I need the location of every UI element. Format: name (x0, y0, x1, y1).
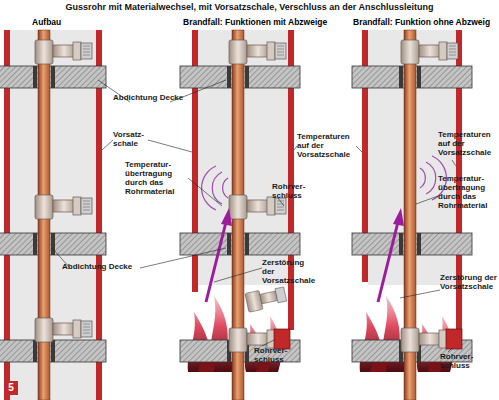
leader-line (356, 146, 362, 152)
leader-lines (52, 80, 456, 352)
callout-label: Zerstörung der Vorsatzschale (440, 273, 498, 291)
leader-line (294, 146, 297, 150)
falling-fitting (245, 285, 287, 312)
tee-fitting (35, 40, 92, 64)
callout-label: Temperatur- übertragung durch das Rohrma… (125, 160, 187, 196)
panel-heading: Brandfall: Funktionen mit Abzweige (183, 18, 353, 27)
heat-arrow (206, 222, 226, 302)
callout-label: Temperatur- übertragung durch das Rohrma… (438, 174, 499, 210)
leader-line (102, 140, 113, 150)
leader-line (452, 160, 456, 166)
panel-heading: Aufbau (32, 18, 102, 27)
ceiling-slab (0, 340, 106, 362)
tee-fitting (229, 40, 286, 64)
part-label: Abdichtung Decke (62, 262, 142, 271)
heat-arrow (378, 222, 398, 302)
part-label: Vorsatz- schale (113, 130, 153, 148)
panel-heading: Brandfall: Funktion ohne Abzweig (353, 18, 499, 27)
heat-waves (202, 166, 228, 210)
callout-label: Temperaturen auf der Vorsatzschale (297, 132, 357, 159)
callout-label: Temperaturen auf der Vorsatzschale (438, 130, 498, 157)
tee-fitting (35, 195, 92, 219)
leader-line (416, 196, 438, 204)
leader-line (448, 348, 452, 352)
fitting-branch (260, 291, 278, 304)
fitting-body (245, 291, 263, 313)
leader-line (262, 340, 274, 346)
leader-line (148, 140, 192, 152)
part-label: Rohrver- schluss (254, 346, 290, 364)
leader-line (188, 178, 222, 206)
figure-number-box: 5 (4, 381, 18, 395)
leader-line (140, 248, 226, 268)
tee-fitting (35, 318, 92, 342)
callout-label: Zerstörung der Vorsatzschale (262, 258, 318, 285)
ceiling-slab (0, 66, 106, 88)
figure-title: Gussrohr mit Materialwechsel, mit Vorsat… (0, 2, 499, 13)
part-label: Rohrver- schluss (440, 352, 480, 370)
figure-number: 5 (4, 381, 18, 395)
tee-fitting (401, 40, 458, 64)
part-label: Rohrver- schluss (272, 182, 308, 200)
leader-line (214, 268, 262, 282)
closed-pipe-closure (446, 329, 462, 349)
arrow-head (221, 208, 232, 226)
arrow-head (393, 208, 404, 226)
pipe-closure (275, 287, 287, 303)
part-label: Abdichtung Decke (113, 93, 193, 102)
ceiling-slab (0, 233, 106, 255)
leader-line (400, 290, 440, 298)
